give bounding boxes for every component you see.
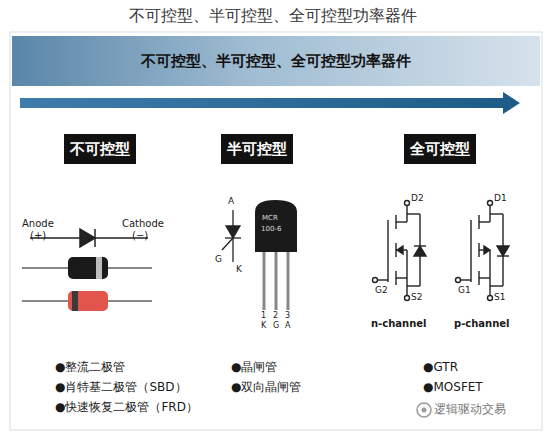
- part-marking: 100-6: [261, 226, 281, 234]
- pin-label: D1: [494, 194, 507, 204]
- thyristor-symbol: [222, 210, 241, 262]
- pin-label: K: [236, 265, 242, 275]
- pin-name: K: [261, 322, 266, 331]
- pin-label: G1: [458, 286, 471, 296]
- pin-number: 2: [273, 312, 278, 321]
- pin-name: A: [285, 322, 290, 331]
- list-item: ●GTR: [423, 361, 458, 374]
- device-name: n-channel: [371, 318, 427, 329]
- category-label: 全可控型: [404, 134, 476, 164]
- list-item: ●MOSFET: [423, 381, 483, 394]
- mosfet-p: [456, 201, 510, 301]
- pin-label: Cathode: [122, 218, 164, 229]
- pin-label: Anode: [22, 218, 54, 229]
- diode-symbol: [30, 229, 148, 247]
- pin-number: 3: [285, 312, 290, 321]
- panel: [10, 32, 542, 430]
- watermark-icon: [417, 403, 431, 417]
- category-label: 不可控型: [64, 134, 136, 164]
- pin-name: G: [273, 322, 279, 331]
- watermark: 逻辑驱动交易: [434, 403, 506, 416]
- pin-label: S2: [411, 293, 422, 303]
- pin-label: G: [215, 255, 222, 265]
- part-marking: MCR: [262, 215, 278, 223]
- list-item: ●肖特基二极管（SBD）: [55, 381, 187, 394]
- node-text: 不可控型、半可控型、全可控型功率器件: [141, 52, 411, 71]
- diode-black: [22, 257, 152, 279]
- category-label: 半可控型: [221, 134, 293, 164]
- node-text: 半可控型: [227, 140, 287, 159]
- thyristor-package: [255, 200, 297, 310]
- diode-red: [22, 291, 152, 311]
- list-item: ●快速恢复二极管（FRD）: [55, 401, 198, 414]
- pin-label: S1: [494, 293, 505, 303]
- progress-arrow: [20, 92, 520, 114]
- header-band: 不可控型、半可控型、全可控型功率器件: [12, 36, 540, 86]
- pin-label: A: [228, 197, 234, 207]
- pin-number: 1: [261, 312, 266, 321]
- device-name: p-channel: [454, 318, 510, 329]
- list-item: ●整流二极管: [55, 361, 125, 374]
- list-item: ●双向晶闸管: [231, 381, 301, 394]
- node-text: 全可控型: [410, 140, 470, 159]
- pin-label: G2: [375, 286, 388, 296]
- node-text: 不可控型: [70, 140, 130, 159]
- list-item: ●晶闸管: [231, 361, 277, 374]
- mosfet-n: [373, 201, 427, 301]
- pin-label: D2: [411, 194, 424, 204]
- pin-label: (−): [132, 230, 148, 241]
- page-title: 不可控型、半可控型、全可控型功率器件: [0, 6, 546, 27]
- pin-label: (+): [30, 230, 46, 241]
